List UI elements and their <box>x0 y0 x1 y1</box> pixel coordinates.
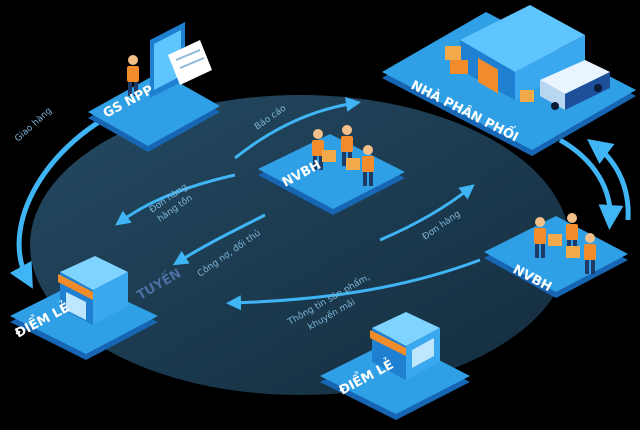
document-icon <box>168 40 212 85</box>
node-diem-le-left: ĐIỂM LẺ <box>10 256 158 360</box>
don-hang-arrow <box>379 184 475 242</box>
user-worker-icon <box>362 145 374 186</box>
user-worker-icon <box>584 233 596 274</box>
nvbh-to-npp-arrow <box>587 138 631 221</box>
cong-no-doi-thu-arrow <box>172 213 266 266</box>
node-nvbh-right: NVBH <box>484 213 628 298</box>
box-icon <box>548 234 580 258</box>
node-nvbh-center: NVBH <box>258 125 405 215</box>
delivery-truck-icon <box>540 60 610 110</box>
warehouse-icon <box>460 5 585 100</box>
node-diem-le-bottom: ĐIỂM LẺ <box>320 312 470 420</box>
don-hang-hang-ton-arrow <box>115 173 236 226</box>
npp-to-nvbh-arrow <box>558 137 624 230</box>
box-icon <box>322 150 360 170</box>
awning-icon <box>58 274 93 300</box>
box-icon <box>445 46 534 102</box>
node-nha-phan-phoi: NHÀ PHÂN PHỐI <box>382 5 636 156</box>
thong-tin-arrow <box>226 258 481 311</box>
user-worker-icon <box>312 129 324 170</box>
label-giao-hang: Giao hàng <box>13 106 54 144</box>
bao-cao-arrow <box>234 96 361 160</box>
route-ellipse <box>30 95 570 395</box>
node-gs-npp: GS NPP <box>88 22 220 152</box>
user-worker-icon <box>534 217 546 258</box>
giao-hang-arrow <box>9 107 122 289</box>
awning-icon <box>370 330 406 356</box>
user-worker-icon <box>127 55 139 96</box>
tablet-icon <box>150 22 185 98</box>
